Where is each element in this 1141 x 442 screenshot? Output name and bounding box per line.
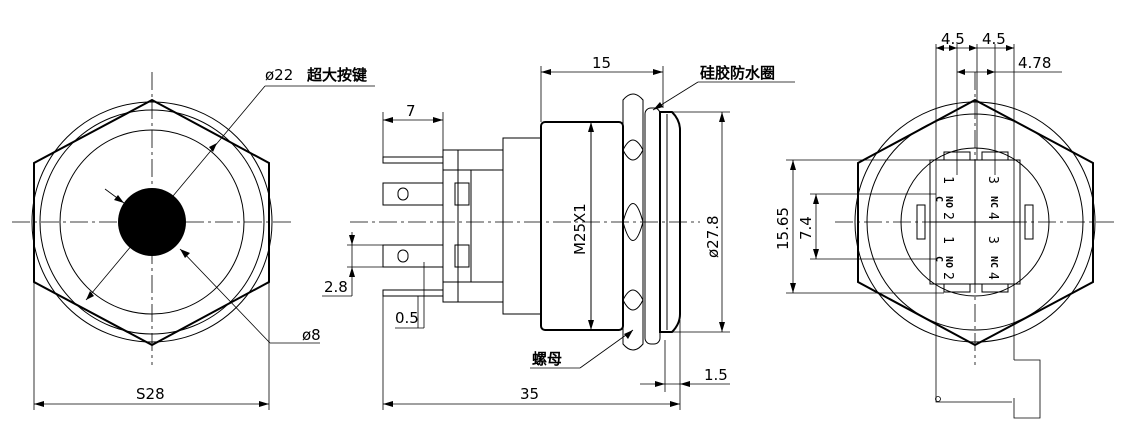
hex-width-text: S28 (136, 385, 165, 403)
wire-schematic (935, 359, 1041, 419)
gasket-arr (653, 102, 663, 110)
pin-2-bot: 2 (940, 272, 955, 280)
terminal-1 (382, 156, 444, 164)
rd-arr-4 (1006, 45, 1014, 51)
terminal-len-text: 7 (406, 102, 416, 120)
pin-4-bot: 4 (985, 272, 1000, 280)
button-dia-leader (85, 85, 266, 301)
total-arr-l (383, 401, 393, 407)
nut-facet-2 (622, 203, 644, 241)
led-slot-l (916, 204, 926, 240)
dim-c-text: 4.78 (1018, 54, 1051, 72)
no-bot: NO (943, 256, 954, 268)
outer-dia-text: ø27.8 (704, 215, 722, 258)
nut-facet-3 (622, 289, 644, 311)
rv-arr-1 (790, 160, 796, 170)
rv-arr-3 (813, 194, 819, 204)
led-arrow-b (180, 249, 190, 258)
pin-pitch-text: 2.8 (324, 278, 348, 296)
c-bot: C (933, 256, 944, 262)
od-arr-b (719, 322, 725, 332)
side-view: 7 15 硅胶防水圈 M25X1 ø27.8 2.8 (322, 54, 795, 410)
rd-arr-5 (957, 69, 965, 75)
led-slot-r (1024, 204, 1034, 240)
dim-v1-text: 15.65 (774, 207, 792, 250)
terminal-2-hole (397, 187, 409, 201)
nut-facet-1 (622, 139, 644, 161)
pin-1-top: 1 (940, 176, 955, 184)
button-dia-text: ø22 (265, 66, 293, 84)
nut-leader (579, 329, 634, 369)
led-dia-leader (179, 248, 271, 344)
pin-2-top: 2 (940, 212, 955, 220)
rd-arr-3 (969, 45, 977, 51)
flange-arr-l (655, 381, 665, 387)
thread-arr-b (588, 320, 594, 330)
dim15-arr-r (653, 69, 663, 75)
dim-b-text: 4.5 (982, 30, 1006, 48)
od-arr-t (719, 112, 725, 122)
rear-hex-outline (857, 98, 1094, 347)
total-arr-r (670, 401, 680, 407)
rear-view: 1 3 NO C NC 2 4 1 3 NO C NC 2 4 4.5 4.5 … (774, 30, 1115, 419)
pitch-arr-t (349, 235, 355, 245)
pin-slot-b2 (981, 283, 1009, 293)
pin-3-top: 3 (985, 176, 1000, 184)
wire-node (935, 396, 941, 402)
button-dia-arrow-2 (209, 143, 217, 152)
pin-3-bot: 3 (985, 236, 1000, 244)
dim15-arr-l (541, 69, 551, 75)
button-dia-arrow (86, 291, 94, 300)
dim-a-text: 4.5 (941, 30, 965, 48)
dim7-arr-l (383, 117, 393, 123)
flange-text: 1.5 (704, 366, 728, 384)
body-len-text: 15 (592, 54, 611, 72)
total-len-text: 35 (520, 385, 539, 403)
pin-4-top: 4 (985, 212, 1000, 220)
led-arrow-a (114, 195, 124, 203)
nut-label-text: 螺母 (532, 350, 562, 368)
switch-slot-2 (454, 244, 470, 268)
nc-bot: NC (988, 256, 999, 268)
rd-arr-1 (936, 45, 944, 51)
hex-arrow-r (259, 401, 269, 407)
nc-top: NC (988, 196, 999, 208)
rv-arr-4 (813, 249, 819, 259)
thread-text: M25X1 (571, 203, 589, 255)
no-top: NO (943, 196, 954, 208)
flange-arr-r (680, 381, 690, 387)
pin-thickness-text: 0.5 (395, 309, 419, 327)
rd-arr-2 (949, 45, 957, 51)
switch-slot-1 (454, 182, 470, 206)
terminal-2 (382, 182, 444, 206)
gasket-label-text: 硅胶防水圈 (700, 64, 775, 82)
hex-arrow-l (34, 401, 44, 407)
button-label-text: 超大按键 (306, 66, 367, 84)
terminal-3-hole (397, 249, 409, 263)
led-dia-text: ø8 (302, 326, 321, 344)
terminal-4 (382, 289, 444, 297)
front-flange (659, 111, 681, 333)
pin-1-bot: 1 (940, 236, 955, 244)
pin-slot-b1 (943, 283, 971, 293)
rv-arr-2 (790, 283, 796, 293)
rd-arr-6 (987, 69, 995, 75)
pitch-arr-b (349, 267, 355, 277)
dim-v2-text: 7.4 (797, 216, 815, 240)
nut-arr (624, 330, 633, 339)
gasket (644, 107, 661, 345)
dim7-arr-r (433, 117, 443, 123)
front-view: ø22 超大按键 ø8 S28 (12, 66, 375, 410)
nut-shape (622, 93, 644, 351)
switch-base (442, 149, 504, 303)
terminal-3 (382, 244, 444, 268)
body-collar (502, 137, 542, 315)
thread-arr-t (588, 122, 594, 132)
c-top: C (933, 196, 944, 202)
